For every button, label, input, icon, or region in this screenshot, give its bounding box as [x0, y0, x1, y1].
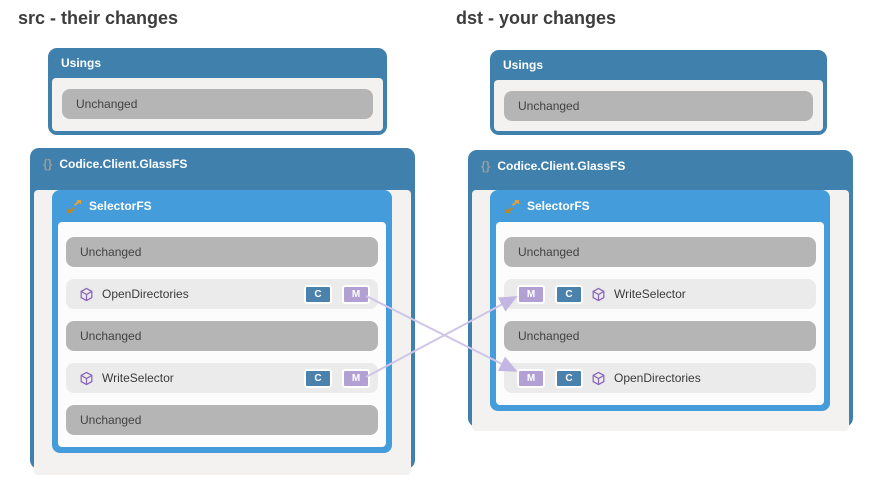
method-name: OpenDirectories: [614, 371, 701, 385]
src-class-header[interactable]: SelectorFS: [58, 190, 386, 222]
dst-namespace-box: {} Codice.Client.GlassFS SelectorFS: [468, 150, 853, 431]
class-icon: [67, 199, 82, 214]
dst-usings-body: Unchanged: [494, 80, 823, 131]
method-icon: [79, 371, 94, 386]
moved-badge[interactable]: M: [517, 368, 545, 388]
src-column: src - their changes Usings Unchanged {} …: [18, 8, 415, 475]
unchanged-row[interactable]: Unchanged: [62, 89, 373, 119]
moved-badge[interactable]: M: [517, 284, 545, 304]
src-usings-header[interactable]: Usings: [52, 48, 383, 78]
unchanged-row[interactable]: Unchanged: [66, 405, 378, 435]
class-title: SelectorFS: [89, 199, 152, 213]
dst-class-box: SelectorFS Unchanged M C: [490, 190, 830, 411]
moved-badge[interactable]: M: [342, 368, 370, 388]
dst-class-header[interactable]: SelectorFS: [496, 190, 824, 222]
dst-class-body: Unchanged M C WriteSelector: [496, 222, 824, 405]
src-usings-body: Unchanged: [52, 78, 383, 131]
src-class-body: Unchanged OpenDirectories C: [58, 222, 386, 447]
unchanged-row[interactable]: Unchanged: [504, 321, 816, 351]
changed-badge[interactable]: C: [555, 368, 583, 388]
method-row-writeselector-dst[interactable]: M C WriteSelector: [504, 279, 816, 309]
moved-badge[interactable]: M: [342, 284, 370, 304]
src-namespace-header[interactable]: {} Codice.Client.GlassFS: [34, 148, 411, 180]
dst-namespace-header[interactable]: {} Codice.Client.GlassFS: [472, 150, 849, 182]
method-icon: [591, 371, 606, 386]
dst-usings-header[interactable]: Usings: [494, 50, 823, 80]
dst-column: dst - your changes Usings Unchanged {} C…: [438, 0, 878, 500]
changed-badge[interactable]: C: [304, 284, 332, 304]
src-class-box: SelectorFS Unchanged OpenDirectories: [52, 190, 392, 453]
unchanged-row[interactable]: Unchanged: [504, 237, 816, 267]
unchanged-row[interactable]: Unchanged: [66, 321, 378, 351]
method-icon: [79, 287, 94, 302]
namespace-braces-icon: {}: [481, 159, 491, 173]
unchanged-row[interactable]: Unchanged: [504, 91, 813, 121]
method-row-opendirectories-src[interactable]: OpenDirectories C M: [66, 279, 378, 309]
unchanged-row[interactable]: Unchanged: [66, 237, 378, 267]
method-row-writeselector-src[interactable]: WriteSelector C M: [66, 363, 378, 393]
usings-title: Usings: [503, 58, 544, 72]
class-title: SelectorFS: [527, 199, 590, 213]
src-namespace-box: {} Codice.Client.GlassFS SelectorFS: [30, 148, 415, 475]
class-icon: [505, 199, 520, 214]
changed-badge[interactable]: C: [304, 368, 332, 388]
method-name: WriteSelector: [614, 287, 686, 301]
namespace-braces-icon: {}: [43, 157, 53, 171]
namespace-title: Codice.Client.GlassFS: [497, 159, 626, 173]
dst-heading: dst - your changes: [456, 8, 617, 28]
method-name: WriteSelector: [102, 371, 174, 385]
dst-usings-box: Usings Unchanged: [490, 50, 827, 135]
method-name: OpenDirectories: [102, 287, 189, 301]
src-namespace-body: SelectorFS Unchanged OpenDirectories: [34, 190, 411, 475]
usings-title: Usings: [61, 56, 102, 70]
src-heading: src - their changes: [18, 8, 179, 28]
namespace-title: Codice.Client.GlassFS: [59, 157, 188, 171]
dst-namespace-body: SelectorFS Unchanged M C: [472, 190, 849, 431]
src-usings-box: Usings Unchanged: [48, 48, 387, 135]
changed-badge[interactable]: C: [555, 284, 583, 304]
method-row-opendirectories-dst[interactable]: M C OpenDirectories: [504, 363, 816, 393]
method-icon: [591, 287, 606, 302]
